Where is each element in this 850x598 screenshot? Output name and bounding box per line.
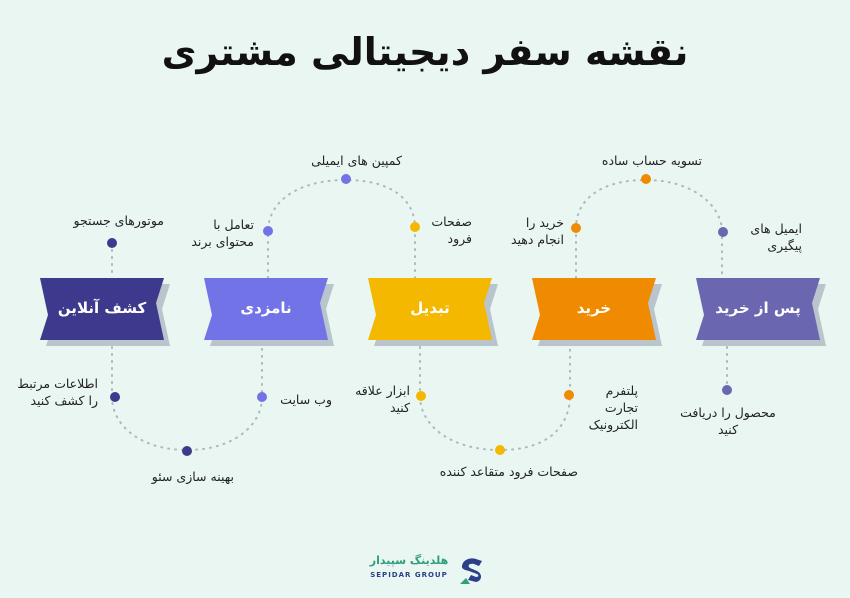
label-seo: بهینه سازی سئو (151, 469, 234, 484)
label-interest-tools-line-2: کنید (389, 400, 410, 415)
label-receive-product: محصول را دریافت کنید (672, 404, 784, 438)
stage-label-discovery: کشف آنلاین (57, 299, 147, 317)
purchase-stage-shape (532, 278, 656, 340)
label-make-purchase-line-1: خرید را (525, 215, 564, 230)
label-landing-pages-line-1: صفحات (431, 214, 472, 229)
dot-email-campaigns (341, 174, 351, 184)
label-related-info: اطلاعات مرتبط را کشف کنید (17, 375, 98, 409)
label-ecommerce-platform-line-3: الکترونیک (588, 417, 638, 432)
logo-name-english: SEPIDAR GROUP (370, 571, 448, 579)
stage-label-purchase: خرید (576, 299, 612, 317)
dot-landing-pages (410, 222, 420, 232)
label-interest-tools-line-1: ابزار علاقه (355, 383, 410, 398)
conversion-stage-shape (368, 278, 492, 340)
dot-related-info (110, 392, 120, 402)
dot-search-engines (107, 238, 117, 248)
label-tracking-emails: ایمیل های پیگیری (750, 220, 802, 254)
dot-convincing-landing (495, 445, 505, 455)
dot-ecommerce-platform (564, 390, 574, 400)
dot-make-purchase (571, 223, 581, 233)
label-ecommerce-platform-line-1: پلتفرم (605, 383, 638, 398)
candidate-stage-shape (204, 278, 328, 340)
label-website: وب سایت (280, 392, 332, 407)
label-ecommerce-platform-line-2: تجارت (604, 400, 638, 415)
bottom-connector-wave-2 (419, 339, 571, 452)
label-make-purchase: خرید را انجام دهید (511, 214, 564, 248)
dot-interest-tools (416, 391, 426, 401)
stage-label-candidate: نامزدی (240, 299, 292, 317)
label-related-info-line-1: اطلاعات مرتبط (17, 376, 98, 391)
dot-receive-product (722, 385, 732, 395)
stage-label-conversion: تبدیل (410, 299, 450, 317)
label-tracking-emails-line-1: ایمیل های (750, 221, 802, 236)
label-ecommerce-platform: پلتفرم تجارت الکترونیک (589, 382, 638, 433)
sepidar-logo-icon (460, 558, 482, 584)
label-brand-content-line-1: تعامل با (213, 217, 254, 232)
label-make-purchase-line-2: انجام دهید (510, 232, 564, 247)
bottom-connector-wave-1 (111, 339, 263, 452)
logo-name-persian: هلدینگ سپیدار (369, 554, 449, 567)
post-purchase-stage-shape (696, 278, 820, 340)
discovery-stage-shape (40, 278, 164, 340)
label-search-engines: موتورهای جستجو (73, 213, 164, 228)
label-interest-tools: ابزار علاقه کنید (355, 382, 410, 416)
page-title: نقشه سفر دیجیتالی مشتری (161, 30, 689, 74)
dot-easy-checkout (641, 174, 651, 184)
dot-tracking-emails (718, 227, 728, 237)
label-email-campaigns: کمپین های ایمیلی (311, 153, 402, 168)
dot-website (257, 392, 267, 402)
label-receive-product-line-2: کنید (717, 422, 739, 437)
top-connector-wave-1 (267, 178, 416, 279)
label-receive-product-line-1: محصول را دریافت (680, 405, 776, 420)
top-connector-wave-2 (575, 178, 723, 279)
label-related-info-line-2: را کشف کنید (30, 393, 98, 408)
dot-seo (182, 446, 192, 456)
label-landing-pages: صفحات فرود (431, 213, 472, 247)
label-convincing-landing: صفحات فرود متقاعد کننده (439, 464, 578, 479)
label-tracking-emails-line-2: پیگیری (767, 238, 802, 253)
label-landing-pages-line-2: فرود (447, 231, 472, 246)
stage-label-post-purchase: پس از خرید (715, 299, 801, 317)
label-brand-content: تعامل با محتوای برند (191, 216, 254, 250)
label-brand-content-line-2: محتوای برند (191, 234, 254, 249)
dot-brand-content (263, 226, 273, 236)
label-easy-checkout: تسویه حساب ساده (601, 153, 702, 168)
